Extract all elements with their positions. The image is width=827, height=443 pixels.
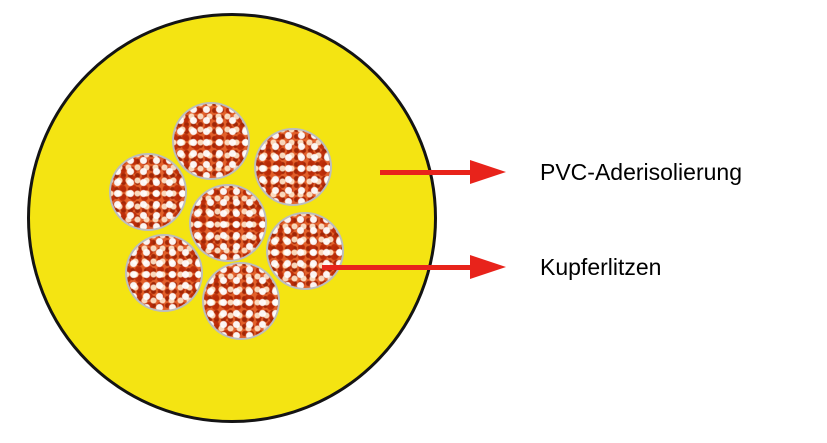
arrow-to-copper-strands <box>322 255 506 279</box>
copper-strand <box>266 212 344 290</box>
label-pvc-aderisolierung: PVC-Aderisolierung <box>540 159 742 185</box>
arrow-shaft <box>322 264 470 270</box>
arrow-to-pvc-insulation <box>380 160 506 184</box>
arrowhead-right-icon <box>470 160 506 184</box>
arrowhead-right-icon <box>470 255 506 279</box>
copper-strand <box>172 102 250 180</box>
copper-strand <box>109 153 187 231</box>
copper-strand <box>202 262 280 340</box>
label-kupferlitzen: Kupferlitzen <box>540 254 662 280</box>
copper-strand <box>189 184 267 262</box>
copper-strand <box>125 234 203 312</box>
arrow-shaft <box>380 169 470 175</box>
copper-strand <box>254 128 332 206</box>
